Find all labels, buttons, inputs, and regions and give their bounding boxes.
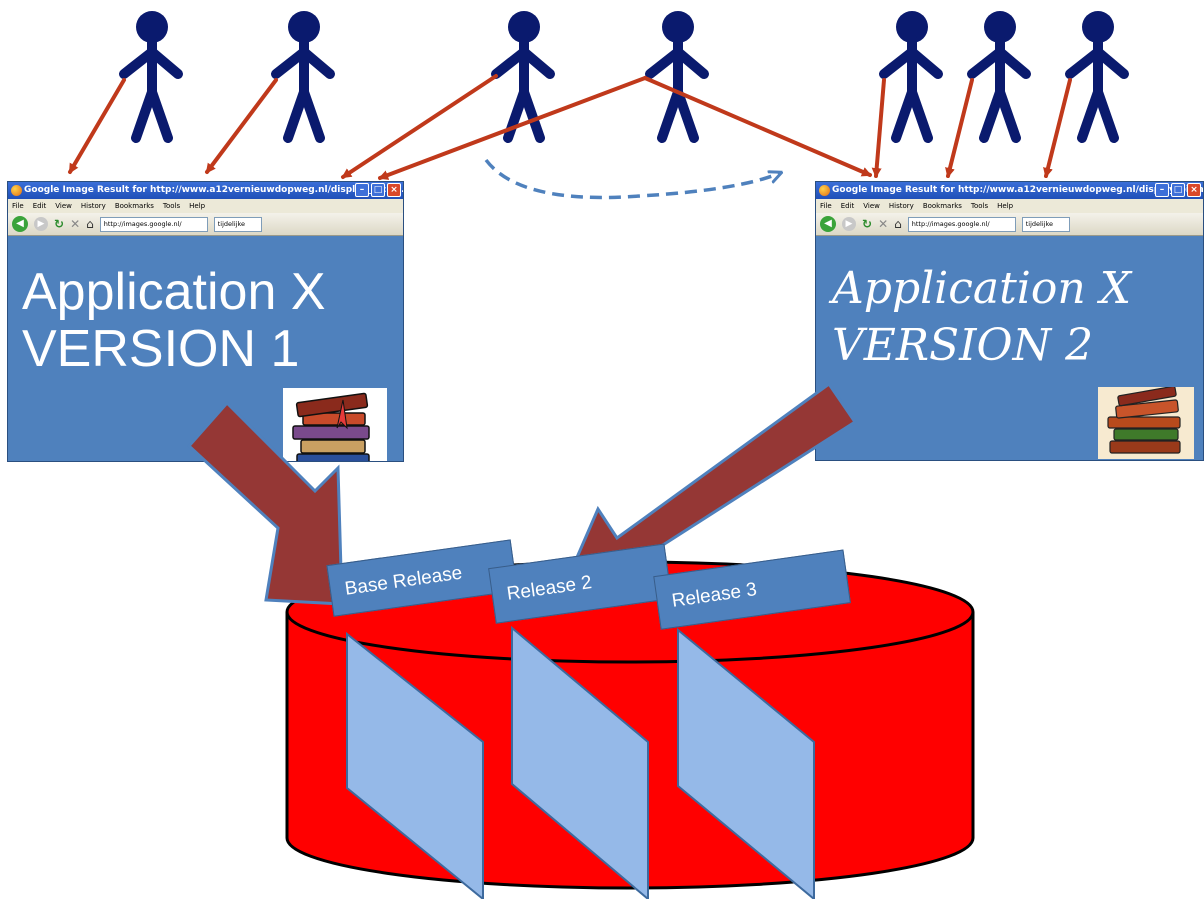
person-icon [967,11,1031,143]
user-arrow [871,78,886,178]
firefox-icon [11,185,22,196]
menu-view[interactable]: View [863,202,880,210]
maximize-button[interactable]: □ [1171,183,1185,197]
user-arrow [643,76,872,177]
document-shape [346,631,484,899]
person-icon [271,11,335,143]
app-version-line: VERSION 2 [832,320,1094,372]
back-arrow-icon[interactable]: ◀ [12,216,28,232]
menu-help[interactable]: Help [189,202,206,210]
user-arrow [378,76,647,180]
window-titlebar: Google Image Result for http://www.a12ve… [8,182,403,199]
stop-icon[interactable]: ✕ [70,217,81,231]
home-icon[interactable]: ⌂ [894,217,902,231]
user-arrow [205,78,278,174]
menu-tools[interactable]: Tools [162,202,181,210]
release-text: Release 2 [505,571,594,605]
book-stack-icon [1098,385,1194,459]
reload-icon[interactable]: ↻ [54,217,65,231]
app-name-line: Application X [22,263,326,321]
menu-file[interactable]: File [12,202,24,210]
person-icon [645,11,709,143]
browser-window-v2: Google Image Result for http://www.a12ve… [815,181,1204,461]
books-image [1098,385,1194,459]
back-arrow-icon[interactable]: ◀ [820,216,836,232]
menu-bar: File Edit View History Bookmarks Tools H… [8,199,403,213]
menu-history[interactable]: History [888,202,914,210]
books-image [283,388,387,461]
document-shape [511,625,649,899]
minimize-button[interactable]: – [355,183,369,197]
release-text: Base Release [343,562,464,600]
url-input[interactable]: http://images.google.nl/ [907,216,1016,232]
menu-bookmarks[interactable]: Bookmarks [922,202,962,210]
app-name-line: Application X [832,263,1132,314]
maximize-button[interactable]: □ [371,183,385,197]
menu-history[interactable]: History [80,202,106,210]
app-title-v2: Application X VERSION 2 [832,260,1131,374]
url-input[interactable]: http://images.google.nl/ [99,216,208,232]
person-icon [879,11,943,143]
app-version-line: VERSION 1 [22,320,300,379]
menu-bar: File Edit View History Bookmarks Tools H… [816,199,1203,213]
release-text: Release 3 [670,578,759,612]
home-icon[interactable]: ⌂ [86,217,94,231]
stop-icon[interactable]: ✕ [878,217,889,231]
menu-view[interactable]: View [55,202,72,210]
user-arrow [68,78,126,174]
menu-help[interactable]: Help [997,202,1014,210]
reload-icon[interactable]: ↻ [862,217,873,231]
window-title: Google Image Result for http://www.a12ve… [24,185,403,195]
search-input[interactable]: tijdelijke [1021,216,1070,232]
app-title-v1: Application X VERSION 1 [22,263,326,379]
search-input[interactable]: tijdelijke [213,216,262,232]
person-icon [1065,11,1129,143]
browser-window-v1: Google Image Result for http://www.a12ve… [7,181,404,462]
user-arrow [945,78,974,178]
user-arrow [341,74,498,179]
menu-bookmarks[interactable]: Bookmarks [114,202,154,210]
forward-arrow-icon[interactable]: ▶ [842,217,856,231]
nav-toolbar: ◀ ▶ ↻ ✕ ⌂ http://images.google.nl/ tijde… [816,213,1203,236]
close-button[interactable]: × [387,183,401,197]
nav-toolbar: ◀ ▶ ↻ ✕ ⌂ http://images.google.nl/ tijde… [8,213,403,236]
person-icon [491,11,555,143]
user-arrow [1043,78,1072,178]
firefox-icon [819,185,830,196]
migration-arrow [484,158,780,200]
menu-file[interactable]: File [820,202,832,210]
menu-edit[interactable]: Edit [840,202,855,210]
window-title: Google Image Result for http://www.a12ve… [832,185,1203,195]
forward-arrow-icon[interactable]: ▶ [34,217,48,231]
minimize-button[interactable]: – [1155,183,1169,197]
document-shape [677,627,815,899]
book-stack-icon [292,392,370,461]
menu-tools[interactable]: Tools [970,202,989,210]
window-titlebar: Google Image Result for http://www.a12ve… [816,182,1203,199]
person-icon [119,11,183,143]
menu-edit[interactable]: Edit [32,202,47,210]
close-button[interactable]: × [1187,183,1201,197]
